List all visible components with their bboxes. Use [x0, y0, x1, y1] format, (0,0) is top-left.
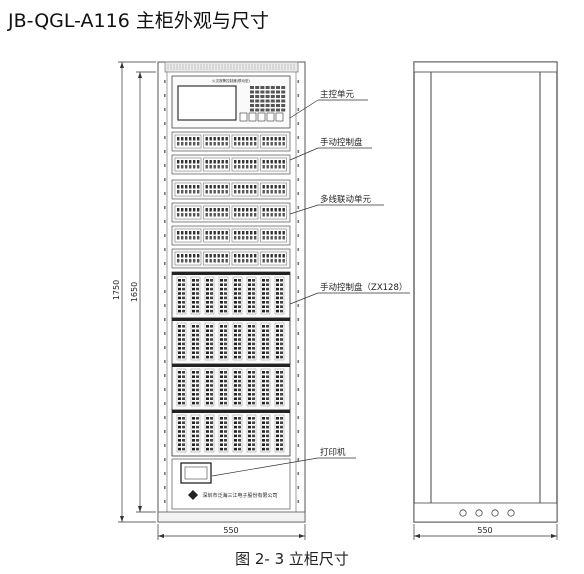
dim-front-width: 550	[223, 526, 238, 535]
dim-total-height: 1750	[112, 280, 121, 300]
dim-side-width: 550	[477, 526, 492, 535]
keypad	[250, 86, 286, 112]
diamond-logo-icon	[188, 490, 198, 500]
label-multiline-unit: 多线联动单元	[320, 194, 372, 205]
lcd-screen	[177, 85, 237, 121]
dim-inner-height: 1650	[130, 282, 139, 302]
front-base	[157, 511, 306, 523]
label-manual-panel: 手动控制盘	[320, 137, 363, 148]
figure-caption: 图 2- 3 立柜尺寸	[235, 550, 349, 568]
side-cabinet-frame	[413, 61, 558, 523]
zx128-panels	[171, 271, 291, 457]
printer-icon	[180, 462, 212, 484]
label-printer: 打印机	[320, 447, 346, 458]
control-buttons	[239, 112, 284, 122]
panel-header-text: 火灾报警控制器(联动型)	[212, 78, 250, 83]
side-base	[413, 502, 558, 523]
page-title: JB-QGL-A116 主柜外观与尺寸	[8, 10, 269, 32]
manufacturer-text: 深圳市泛海三江电子股份有限公司	[202, 492, 277, 499]
label-main-control: 主控单元	[320, 89, 355, 100]
manual-control-panels	[171, 131, 291, 269]
top-vent	[164, 61, 299, 73]
label-manual-panel-zx: 手动控制盘（ZX128）	[320, 282, 407, 293]
